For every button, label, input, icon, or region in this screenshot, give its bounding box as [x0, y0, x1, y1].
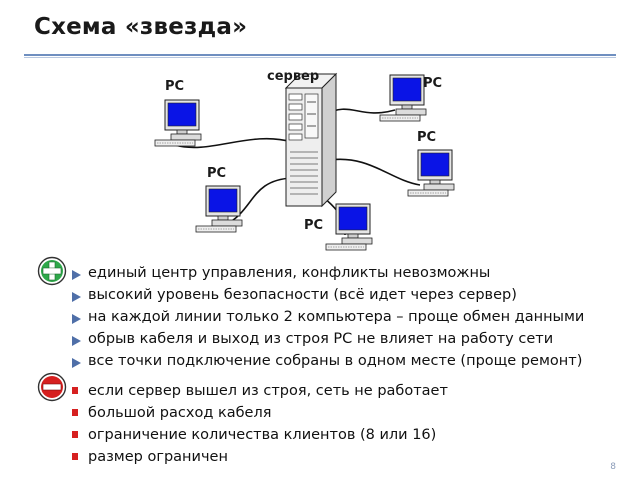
pc-icon	[325, 203, 373, 251]
pc-icon	[154, 99, 202, 147]
bullet-arrow-icon	[72, 358, 81, 368]
list-item-text: размер ограничен	[88, 449, 228, 465]
pc-label: PC	[423, 76, 443, 91]
list-item-text: обрыв кабеля и выход из строя PC не влия…	[88, 331, 554, 347]
list-item-text: единый центр управления, конфликты невоз…	[88, 265, 491, 281]
list-item-text: большой расход кабеля	[88, 405, 272, 421]
bullet-arrow-icon	[72, 292, 81, 302]
title-divider	[24, 54, 616, 56]
minus-icon	[37, 372, 67, 402]
server-icon	[284, 72, 338, 208]
bullet-square-icon	[72, 387, 78, 394]
list-item: высокий уровень безопасности (всё идет ч…	[60, 287, 584, 304]
page-title: Схема «звезда»	[34, 14, 248, 40]
cable-pc-mid-right	[329, 158, 421, 186]
bullet-arrow-icon	[72, 270, 81, 280]
bullet-arrow-icon	[72, 336, 81, 346]
list-item: все точки подключение собраны в одном ме…	[60, 353, 584, 370]
list-item: большой расход кабеля	[60, 405, 448, 422]
list-item: обрыв кабеля и выход из строя PC не влия…	[60, 331, 584, 348]
pc-icon	[407, 149, 455, 197]
list-item-text: на каждой линии только 2 компьютера – пр…	[88, 309, 585, 325]
plus-icon	[37, 256, 67, 286]
title-divider-shadow	[24, 57, 616, 58]
cable-pc-top-left	[174, 137, 293, 149]
pc-label: PC	[417, 130, 437, 145]
pc-label: PC	[165, 79, 185, 94]
page-number: 8	[610, 462, 616, 472]
server-label: сервер	[267, 69, 320, 84]
bullet-arrow-icon	[72, 314, 81, 324]
list-item: на каждой линии только 2 компьютера – пр…	[60, 309, 584, 326]
list-item-text: если сервер вышел из строя, сеть не рабо…	[88, 383, 448, 399]
list-item: единый центр управления, конфликты невоз…	[60, 265, 584, 282]
list-item-text: ограничение количества клиентов (8 или 1…	[88, 427, 437, 443]
list-item: если сервер вышел из строя, сеть не рабо…	[60, 383, 448, 400]
header-band	[0, 0, 640, 56]
pc-icon	[195, 185, 243, 233]
list-item-text: все точки подключение собраны в одном ме…	[88, 353, 583, 369]
pc-label: PC	[304, 218, 324, 233]
list-item: размер ограничен	[60, 449, 448, 466]
bullet-square-icon	[72, 431, 78, 438]
pc-icon	[379, 74, 427, 122]
disadvantages-list: если сервер вышел из строя, сеть не рабо…	[60, 383, 448, 471]
pc-label: PC	[207, 166, 227, 181]
list-item-text: высокий уровень безопасности (всё идет ч…	[88, 287, 517, 303]
list-item: ограничение количества клиентов (8 или 1…	[60, 427, 448, 444]
advantages-list: единый центр управления, конфликты невоз…	[60, 265, 584, 375]
bullet-square-icon	[72, 409, 78, 416]
bullet-square-icon	[72, 453, 78, 460]
star-network-diagram	[154, 72, 455, 251]
